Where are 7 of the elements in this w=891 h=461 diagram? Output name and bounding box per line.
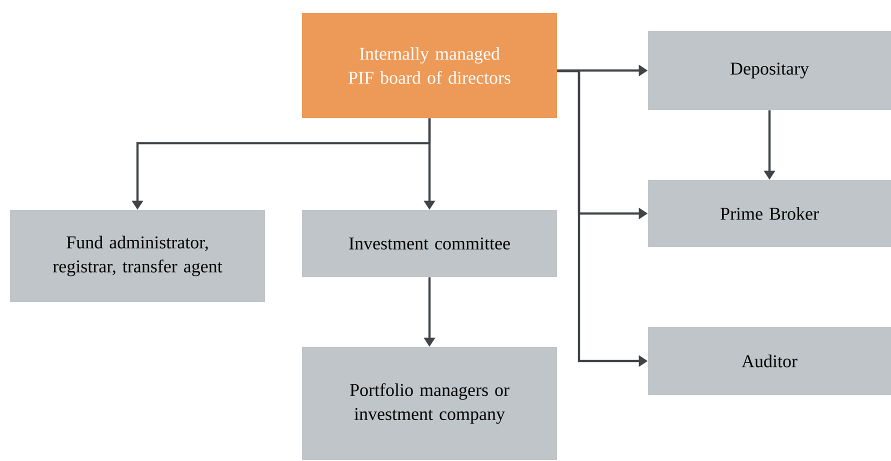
process-box: Internally managed PIF board of directors	[302, 13, 557, 118]
process-box: Prime Broker	[648, 180, 891, 247]
process-box: Portfolio managers or investment company	[302, 347, 557, 460]
process-box: Investment committee	[302, 210, 557, 277]
process-box: Depositary	[648, 31, 891, 110]
process-box: Auditor	[648, 327, 891, 395]
process-box: Fund administrator, registrar, transfer agent	[10, 210, 265, 302]
